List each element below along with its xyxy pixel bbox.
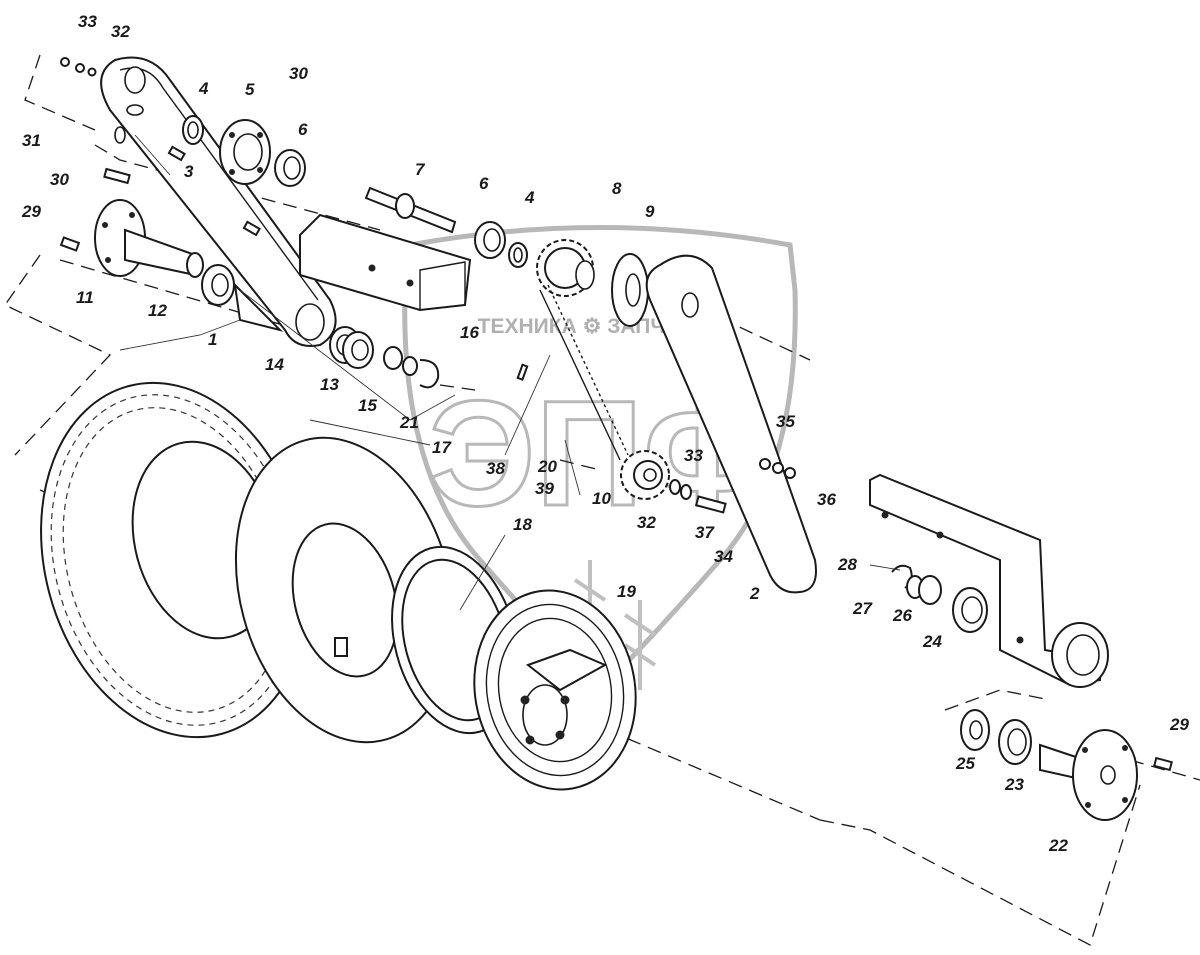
part-right-bracket bbox=[869, 473, 1109, 688]
callout-2: 2 bbox=[749, 584, 760, 603]
callout-24: 24 bbox=[922, 632, 942, 651]
part-6-bearing-middle bbox=[474, 221, 506, 259]
callout-32b: 32 bbox=[637, 513, 656, 532]
leader-lines bbox=[119, 134, 901, 611]
callout-9: 9 bbox=[645, 202, 655, 221]
callout-34: 34 bbox=[714, 547, 733, 566]
part-12-bearing bbox=[201, 264, 235, 306]
part-24-bearing bbox=[952, 587, 988, 633]
callout-10: 10 bbox=[592, 489, 611, 508]
callout-7: 7 bbox=[415, 160, 426, 179]
watermark-shield bbox=[402, 225, 798, 694]
part-11-hub-flange bbox=[94, 199, 204, 278]
part-33-32-nuts bbox=[60, 57, 97, 77]
part-33-32-rings-lower bbox=[669, 479, 692, 500]
part-9-washer bbox=[611, 253, 649, 327]
callout-4: 4 bbox=[198, 79, 209, 98]
part-25-washer bbox=[960, 709, 990, 751]
callout-30: 30 bbox=[289, 64, 308, 83]
callout-22: 22 bbox=[1048, 836, 1068, 855]
callout-33b: 33 bbox=[684, 446, 703, 465]
part-30-bolt bbox=[103, 167, 261, 237]
part-1-arm-assembly bbox=[100, 56, 337, 347]
callout-3: 3 bbox=[184, 162, 194, 181]
part-8-sprocket-upper bbox=[536, 239, 595, 297]
callout-31: 31 bbox=[22, 131, 41, 150]
part-29-bolt-left bbox=[59, 236, 81, 252]
callout-19: 19 bbox=[617, 582, 636, 601]
callout-12: 12 bbox=[148, 301, 167, 320]
part-5-flange-hub bbox=[219, 119, 271, 185]
callout-5: 5 bbox=[245, 80, 255, 99]
callout-26: 26 bbox=[892, 606, 912, 625]
callout-32: 32 bbox=[111, 22, 130, 41]
part-20-chain bbox=[539, 284, 629, 461]
callout-29b: 29 bbox=[1169, 715, 1189, 734]
callout-6: 6 bbox=[298, 120, 308, 139]
part-35-36-nuts bbox=[759, 458, 796, 479]
callout-27: 27 bbox=[852, 599, 873, 618]
callout-33: 33 bbox=[78, 12, 97, 31]
callout-11: 11 bbox=[76, 288, 94, 307]
callout-13: 13 bbox=[320, 375, 339, 394]
callout-35: 35 bbox=[776, 412, 795, 431]
callout-28: 28 bbox=[837, 555, 857, 574]
callout-8: 8 bbox=[612, 179, 622, 198]
callout-4b: 4 bbox=[524, 188, 535, 207]
callout-6b: 6 bbox=[479, 174, 489, 193]
part-6-bearing-upper bbox=[274, 149, 306, 187]
callouts: 33 32 4 5 30 6 31 3 30 29 11 12 1 7 6 4 … bbox=[21, 12, 1189, 855]
part-19-wheel-rim bbox=[473, 589, 637, 791]
part-14-13-spacers bbox=[329, 326, 374, 369]
part-15-21-rings bbox=[383, 346, 440, 389]
callout-39: 39 bbox=[535, 479, 554, 498]
callout-1: 1 bbox=[208, 330, 217, 349]
callout-38: 38 bbox=[486, 459, 505, 478]
part-10-sprocket-lower bbox=[620, 450, 670, 500]
callout-15: 15 bbox=[358, 396, 377, 415]
callout-21: 21 bbox=[399, 413, 419, 432]
part-28-27-26-retainers bbox=[891, 564, 942, 605]
part-22-hub-flange bbox=[1039, 729, 1138, 821]
callout-18: 18 bbox=[513, 515, 532, 534]
part-7-shaft bbox=[364, 186, 457, 234]
part-4-ring-middle bbox=[508, 242, 528, 268]
part-29-bolt-right bbox=[1153, 756, 1173, 772]
callout-25: 25 bbox=[955, 754, 975, 773]
callout-36: 36 bbox=[817, 490, 836, 509]
callout-37: 37 bbox=[695, 523, 715, 542]
part-tube-beam bbox=[299, 213, 472, 312]
callout-29: 29 bbox=[21, 202, 41, 221]
part-37-bolt bbox=[694, 495, 727, 514]
callout-17: 17 bbox=[432, 438, 452, 457]
callout-30b: 30 bbox=[50, 170, 69, 189]
callout-23: 23 bbox=[1004, 775, 1024, 794]
callout-16: 16 bbox=[460, 323, 479, 342]
part-23-bearing bbox=[998, 719, 1032, 765]
part-4-ring-upper bbox=[182, 115, 204, 145]
part-3-setscrew bbox=[167, 145, 186, 162]
callout-14: 14 bbox=[265, 355, 284, 374]
part-38-pin bbox=[516, 363, 529, 381]
callout-20: 20 bbox=[537, 457, 557, 476]
part-2-right-arm bbox=[645, 254, 817, 594]
